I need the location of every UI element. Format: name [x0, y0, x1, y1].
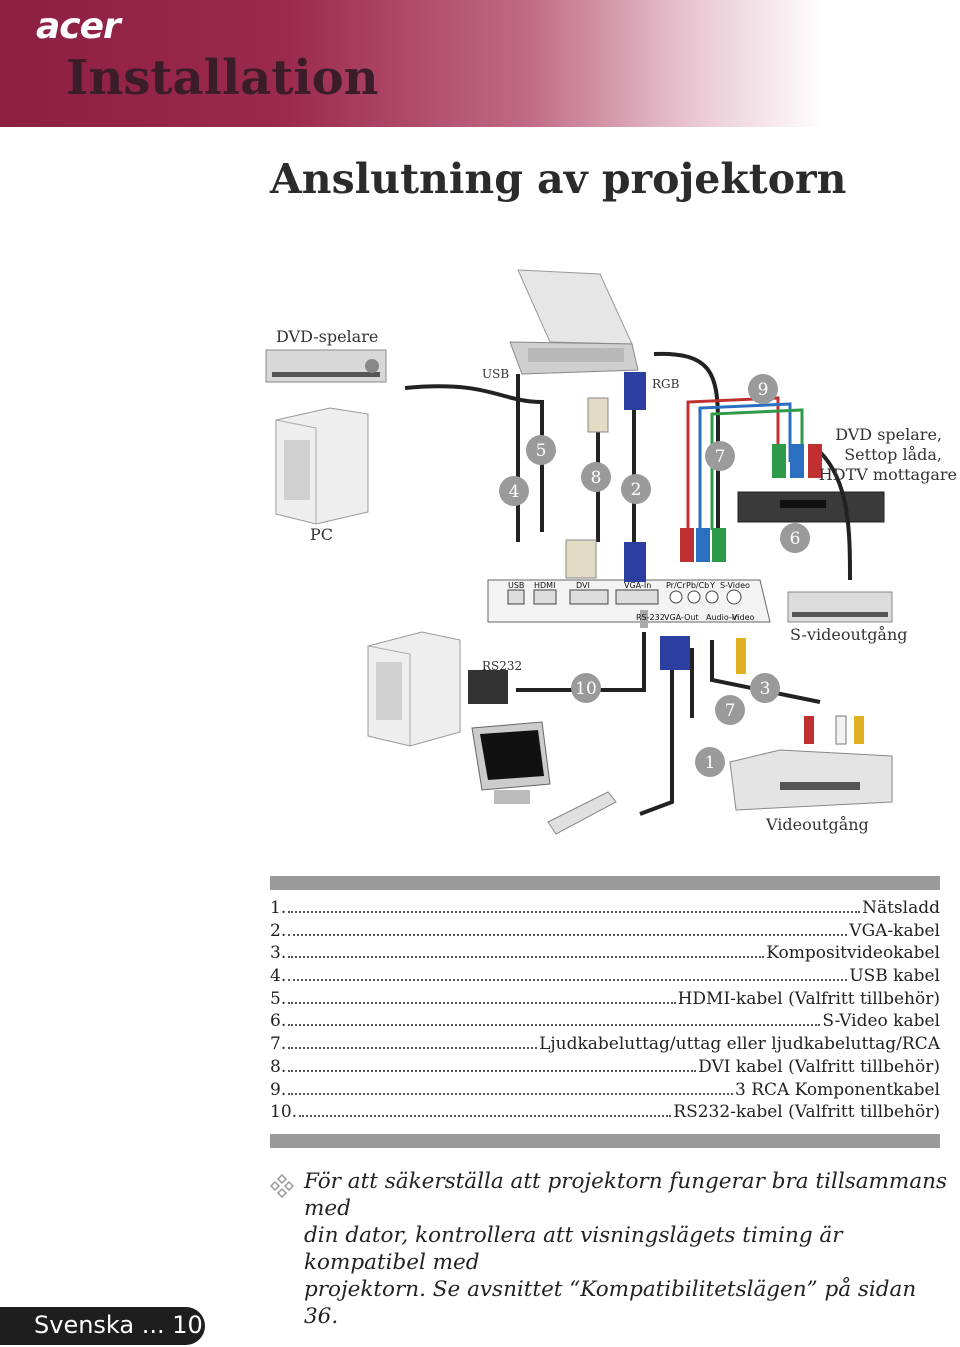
port-audio-in: Audio-In — [706, 613, 739, 622]
port-pr: Pr/Cr — [666, 581, 686, 590]
label-pc: PC — [310, 525, 333, 544]
num-6: 6 — [790, 529, 801, 549]
num-3: 3 — [760, 679, 771, 699]
port-dvi: DVI — [576, 581, 590, 590]
acer-logo: acer — [36, 6, 121, 47]
legend-row: 3.Kompositvideokabel — [270, 943, 940, 964]
legend-row: 10.RS232-kabel (Valfritt tillbehör) — [270, 1102, 940, 1123]
label-rs232: RS232 — [482, 659, 522, 673]
port-usb: USB — [508, 581, 524, 590]
legend-row: 5.HDMI-kabel (Valfritt tillbehör) — [270, 988, 940, 1009]
port-labels: USB HDMI DVI VGA-In Pr/Cr Pb/Cb Y S-Vide… — [508, 581, 755, 622]
label-svideo-out: S-videoutgång — [790, 625, 908, 644]
port-video: Video — [732, 613, 755, 622]
num-10: 10 — [575, 679, 597, 699]
legend-row: 7.Ljudkabeluttag/uttag eller ljudkabelut… — [270, 1034, 940, 1055]
label-dvd-player: DVD-spelare — [276, 327, 378, 346]
label-rgb: RGB — [652, 377, 680, 391]
port-svideo: S-Video — [720, 581, 750, 590]
number-circles — [499, 374, 810, 777]
section-title: Installation — [66, 50, 379, 106]
num-5: 5 — [536, 441, 547, 461]
header-banner: acer Installation — [0, 0, 960, 127]
num-1: 1 — [705, 753, 716, 773]
num-4: 4 — [509, 482, 520, 502]
num-2: 2 — [631, 480, 642, 500]
legend-row: 6.S-Video kabel — [270, 1011, 940, 1032]
label-video-out: Videoutgång — [765, 815, 869, 834]
page-title: Anslutning av projektorn — [270, 155, 847, 203]
num-9: 9 — [758, 380, 769, 400]
rca-plugs — [468, 372, 864, 745]
laptop-icon — [509, 269, 639, 375]
port-y: Y — [709, 581, 715, 590]
monitor-icon — [471, 721, 551, 804]
cable-legend: 1.Nätsladd 2.VGA-kabel 3.Kompositvideoka… — [270, 897, 940, 1124]
note-line-1: För att säkerställa att projektorn funge… — [304, 1169, 948, 1221]
number-labels: 1 3 4 5 8 2 7 9 6 10 7 — [509, 380, 801, 773]
port-vga-in: VGA-In — [624, 581, 651, 590]
legend-row: 1.Nätsladd — [270, 898, 940, 918]
page-footer: Svenska ... 10 — [0, 1307, 205, 1345]
pc-tower-lower-icon — [367, 631, 461, 747]
note-line-3: projektorn. Se avsnittet “Kompatibilitet… — [304, 1277, 917, 1329]
port-rs232: RS-232 — [636, 613, 665, 622]
legend-row: 8.DVI kabel (Valfritt tillbehör) — [270, 1056, 940, 1077]
diamond-bullet-icon — [270, 1174, 294, 1198]
num-8: 8 — [591, 468, 602, 488]
legend-bottom-bar — [270, 1134, 940, 1148]
label-dvd-settop-2: Settop låda, — [844, 445, 942, 464]
note-line-2: din dator, kontrollera att visningsläget… — [304, 1223, 843, 1275]
legend-row: 2.VGA-kabel — [270, 920, 940, 941]
power-strip-icon — [547, 791, 617, 835]
settop-box-icon — [737, 491, 885, 523]
port-hdmi: HDMI — [534, 581, 555, 590]
legend-top-bar — [270, 876, 940, 890]
dvd-player-icon — [265, 349, 387, 383]
port-pb: Pb/Cb — [686, 581, 709, 590]
label-dvd-settop-3: HDTV mottagare — [819, 465, 957, 484]
label-dvd-settop-1: DVD spelare, — [835, 425, 942, 444]
compatibility-note: För att säkerställa att projektorn funge… — [270, 1168, 950, 1330]
vcr-icon — [729, 749, 893, 811]
page-number: Svenska ... 10 — [34, 1311, 203, 1339]
num-7-top: 7 — [715, 447, 726, 467]
legend-row: 4.USB kabel — [270, 966, 940, 987]
component-cables — [686, 396, 804, 530]
connection-diagram: 1 3 4 5 8 2 7 9 6 10 7 USB HDMI DVI VGA-… — [265, 269, 957, 835]
label-usb: USB — [482, 367, 509, 381]
pc-tower-icon — [275, 407, 369, 525]
legend-row: 9.3 RCA Komponentkabel — [270, 1079, 940, 1100]
num-7-bottom: 7 — [725, 701, 736, 721]
svideo-player-icon — [787, 591, 893, 623]
port-vga-out: VGA-Out — [664, 613, 699, 622]
projector-panel — [487, 579, 771, 628]
